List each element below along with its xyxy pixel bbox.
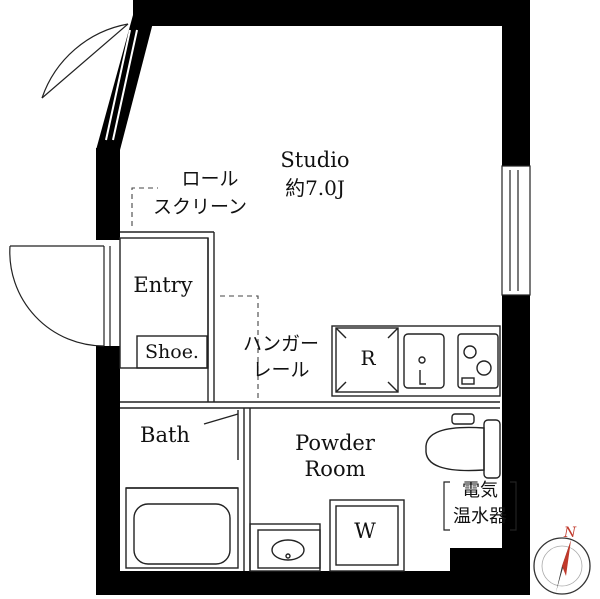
hanger-rail-outline xyxy=(220,295,259,398)
hanger-rail-label-1: ハンガー xyxy=(242,333,319,355)
roll-screen-label-2: スクリーン xyxy=(152,196,248,218)
hanger-rail-label-2: レール xyxy=(252,359,310,381)
compass-icon xyxy=(533,537,591,595)
entry-door-swing xyxy=(9,245,111,347)
shoe-cabinet-label: Shoe. xyxy=(145,341,199,363)
studio-label: Studio xyxy=(280,148,350,172)
fridge-label: R xyxy=(360,346,376,370)
powder-room-label-1: Powder xyxy=(295,431,375,455)
compass-north-label: N xyxy=(563,525,577,541)
washer-box xyxy=(329,499,405,572)
water-heater-box xyxy=(443,481,517,531)
bathtub xyxy=(125,487,239,569)
roll-screen-label-1: ロール xyxy=(181,168,239,190)
right-window xyxy=(501,165,531,296)
angled-window-wall xyxy=(96,15,155,150)
studio-area-label: 約7.0J xyxy=(285,176,345,200)
toilet xyxy=(425,413,501,479)
bath-label: Bath xyxy=(140,423,190,447)
interior-partitions xyxy=(119,231,500,572)
balcony-door-swing xyxy=(41,23,129,99)
powder-room-label-2: Room xyxy=(304,457,366,481)
water-heater-label-1: 電気 xyxy=(462,480,498,501)
entry-label: Entry xyxy=(133,273,193,297)
water-heater-label-2: 温水器 xyxy=(453,506,507,527)
kitchen-counter xyxy=(331,325,501,397)
exterior-walls xyxy=(96,0,530,595)
washer-label: W xyxy=(354,519,376,543)
washbasin xyxy=(257,529,321,569)
roll-screen-outline xyxy=(131,187,158,226)
